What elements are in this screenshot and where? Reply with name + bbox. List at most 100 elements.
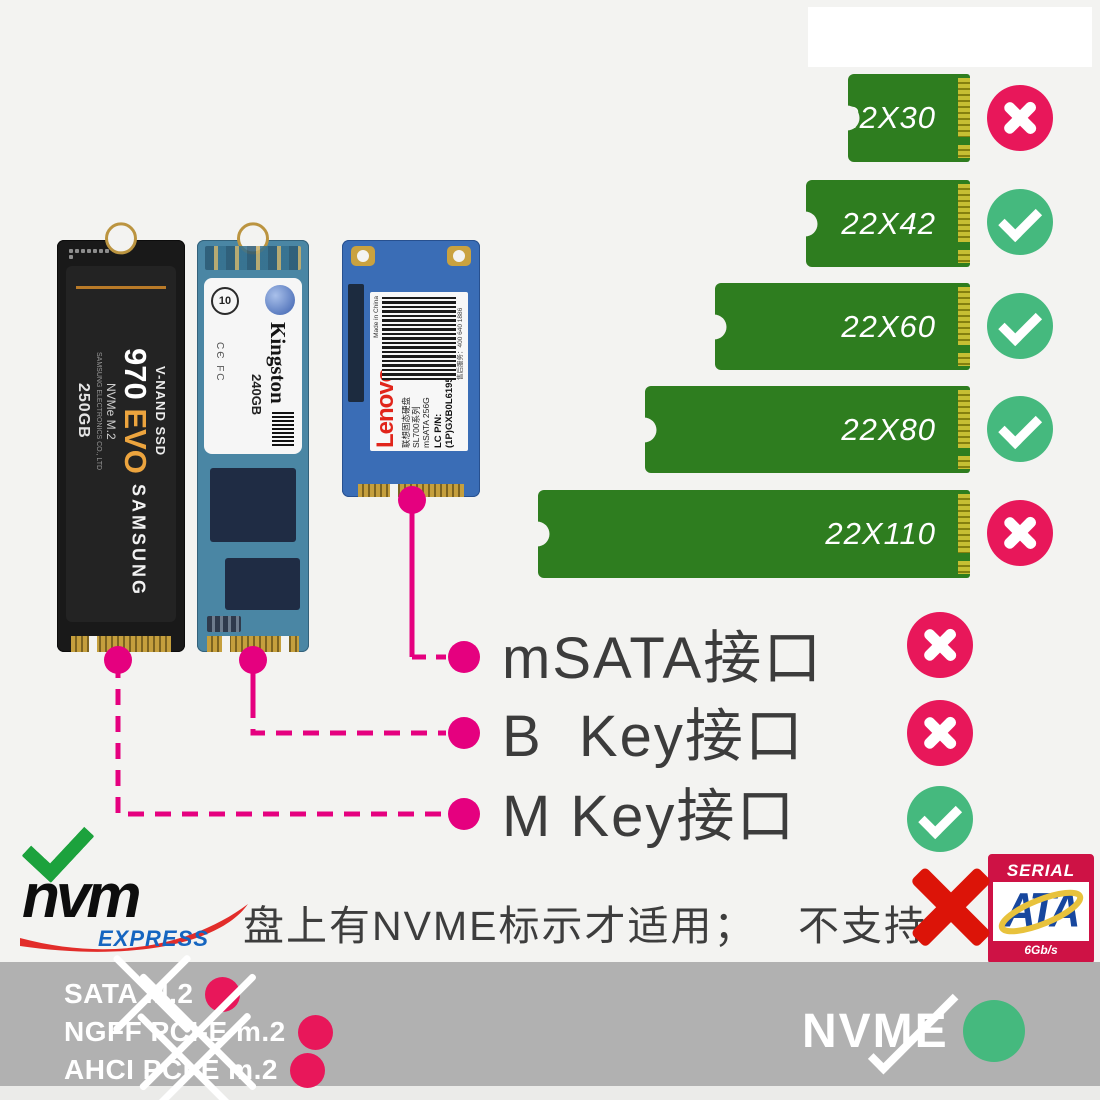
key-notch [89, 636, 97, 652]
interface-label: mSATA接口 [502, 626, 824, 691]
kingston-brand: Kingston [266, 322, 290, 404]
samsung-capacity: 250GB [75, 383, 92, 439]
pcb-components [205, 246, 301, 270]
check-icon [907, 786, 973, 852]
nvme-note-text: 盘上有NVME标示才适用； [243, 903, 757, 949]
interface-row-mkey: M Key接口 [502, 775, 796, 849]
size-label: 22X60 [841, 308, 936, 344]
edge-connector [958, 78, 970, 158]
regulatory-marks: CЄ FC [214, 342, 225, 383]
nvm-express-logo: nvm EXPRESS [20, 862, 255, 960]
bar-notch [792, 211, 818, 236]
service-phone: 售后服务：400 640 1886 [457, 307, 464, 380]
x-icon [289, 1052, 325, 1088]
samsung-label: V-NAND SSD 970 EVO NVMe M.2 SAMSUNG ELEC… [66, 266, 176, 622]
unsupported-label: NGFF PCI-E m.2 [64, 1016, 286, 1047]
supported-item: NVME [802, 1000, 1025, 1062]
barcode [272, 412, 294, 446]
ten-year-badge: 10 [211, 287, 239, 315]
kingston-ssd-photo: 10 Kingston CЄ FC 240GB [197, 222, 309, 652]
kingston-capacity: 240GB [249, 374, 264, 416]
lenovo-label-text: Lenovo™ 联想固态硬盘SL700系列mSATA 256G LC P/N:(… [372, 295, 465, 448]
interface-row-bkey: B Key接口 [502, 695, 805, 769]
nand-chip [225, 558, 300, 610]
check-icon [962, 1000, 1025, 1062]
nvm-swoosh [20, 904, 248, 952]
interface-label: B Key接口 [502, 704, 805, 769]
kingston-head-logo [265, 285, 295, 315]
size-label: 22X110 [825, 516, 936, 551]
bar-notch [834, 105, 860, 131]
samsung-model: 970 EVO [118, 348, 153, 474]
lenovo-msata-ssd-photo: Lenovo™ 联想固态硬盘SL700系列mSATA 256G LC P/N:(… [342, 240, 480, 497]
samsung-brand: SAMSUNG [128, 484, 149, 598]
edge-connector [958, 494, 970, 574]
unsupported-item: NGFF PCI-E m.2 [64, 1013, 333, 1051]
lenovo-label: Lenovo™ 联想固态硬盘SL700系列mSATA 256G LC P/N:(… [370, 292, 468, 451]
key-notch [280, 636, 289, 652]
ata-ribbon [998, 889, 1084, 935]
pcb-components [207, 616, 241, 632]
line-kingston-to-bkey [250, 702, 446, 736]
bar-notch [524, 521, 550, 547]
x-icon [904, 860, 998, 954]
samsung-series: V-NAND SSD [153, 365, 168, 457]
nand-chip [210, 468, 296, 542]
m2-edge-connector [71, 636, 171, 652]
samsung-970evo-ssd-photo: V-NAND SSD 970 EVO NVMe M.2 SAMSUNG ELEC… [57, 222, 185, 652]
nvm-logo-text: nvm [22, 862, 142, 931]
key-notch [221, 636, 230, 652]
interface-row-msata: mSATA接口 [502, 617, 823, 691]
callout-dot [448, 798, 480, 830]
mount-notch [105, 222, 137, 255]
x-icon [297, 1014, 333, 1050]
serial-ata-logo: SERIAL ATA 6Gb/s [988, 854, 1094, 964]
callout-dot [448, 717, 480, 749]
lenovo-brand: Lenovo™ [372, 360, 399, 448]
serial-text: SERIAL [993, 859, 1089, 882]
size-label: 22X30 [841, 100, 936, 135]
unsupported-item: AHCI PCI-E m.2 [64, 1051, 325, 1089]
size-bar-2230: 22X30 [834, 74, 970, 162]
mount-hole [351, 246, 375, 266]
ata-text-wrap: ATA [993, 882, 1089, 941]
samsung-maker: SAMSUNG ELECTRONICS CO., LTD [95, 351, 102, 471]
size-bar-2242: 22X42 [792, 180, 970, 267]
samsung-label-text: V-NAND SSD 970 EVO NVMe M.2 SAMSUNG ELEC… [74, 296, 168, 526]
key-notch [389, 484, 398, 497]
top-white-patch [808, 7, 1092, 67]
samsung-interface: NVMe M.2 [104, 382, 118, 440]
bar-notch [631, 417, 657, 442]
barcode [382, 295, 456, 380]
edge-connector [958, 390, 970, 469]
size-bar-22110: 22X110 [524, 490, 970, 578]
lenovo-part-number: LC P/N:(1P)GXB0L61953 [433, 371, 455, 448]
line-samsung-to-mkey [115, 662, 446, 817]
m2-edge-connector [207, 636, 299, 652]
edge-connector [958, 287, 970, 366]
x-icon [907, 700, 973, 766]
pcb-component [348, 284, 364, 402]
size-bar-2280: 22X80 [631, 386, 970, 473]
check-icon [987, 396, 1053, 462]
msata-edge-connector [358, 484, 464, 497]
size-label: 22X80 [841, 411, 936, 447]
size-label: 22X42 [841, 205, 936, 241]
footer-strip [0, 1086, 1100, 1100]
x-icon [987, 500, 1053, 566]
kingston-label: 10 Kingston CЄ FC 240GB [204, 278, 302, 454]
bar-notch [701, 314, 727, 339]
nvm-express-text: EXPRESS [98, 926, 209, 951]
callout-dot [448, 641, 480, 673]
check-icon [987, 189, 1053, 255]
edge-connector [958, 184, 970, 263]
interface-label: M Key接口 [502, 784, 797, 849]
made-in-china: Made in China [373, 295, 380, 338]
size-bar-2260: 22X60 [701, 283, 970, 370]
unsupported-label: AHCI PCI-E m.2 [64, 1054, 278, 1085]
mount-hole [447, 246, 471, 266]
lenovo-desc: 联想固态硬盘SL700系列mSATA 256G [401, 396, 431, 448]
x-icon [907, 612, 973, 678]
sata-speed-text: 6Gb/s [993, 941, 1089, 959]
